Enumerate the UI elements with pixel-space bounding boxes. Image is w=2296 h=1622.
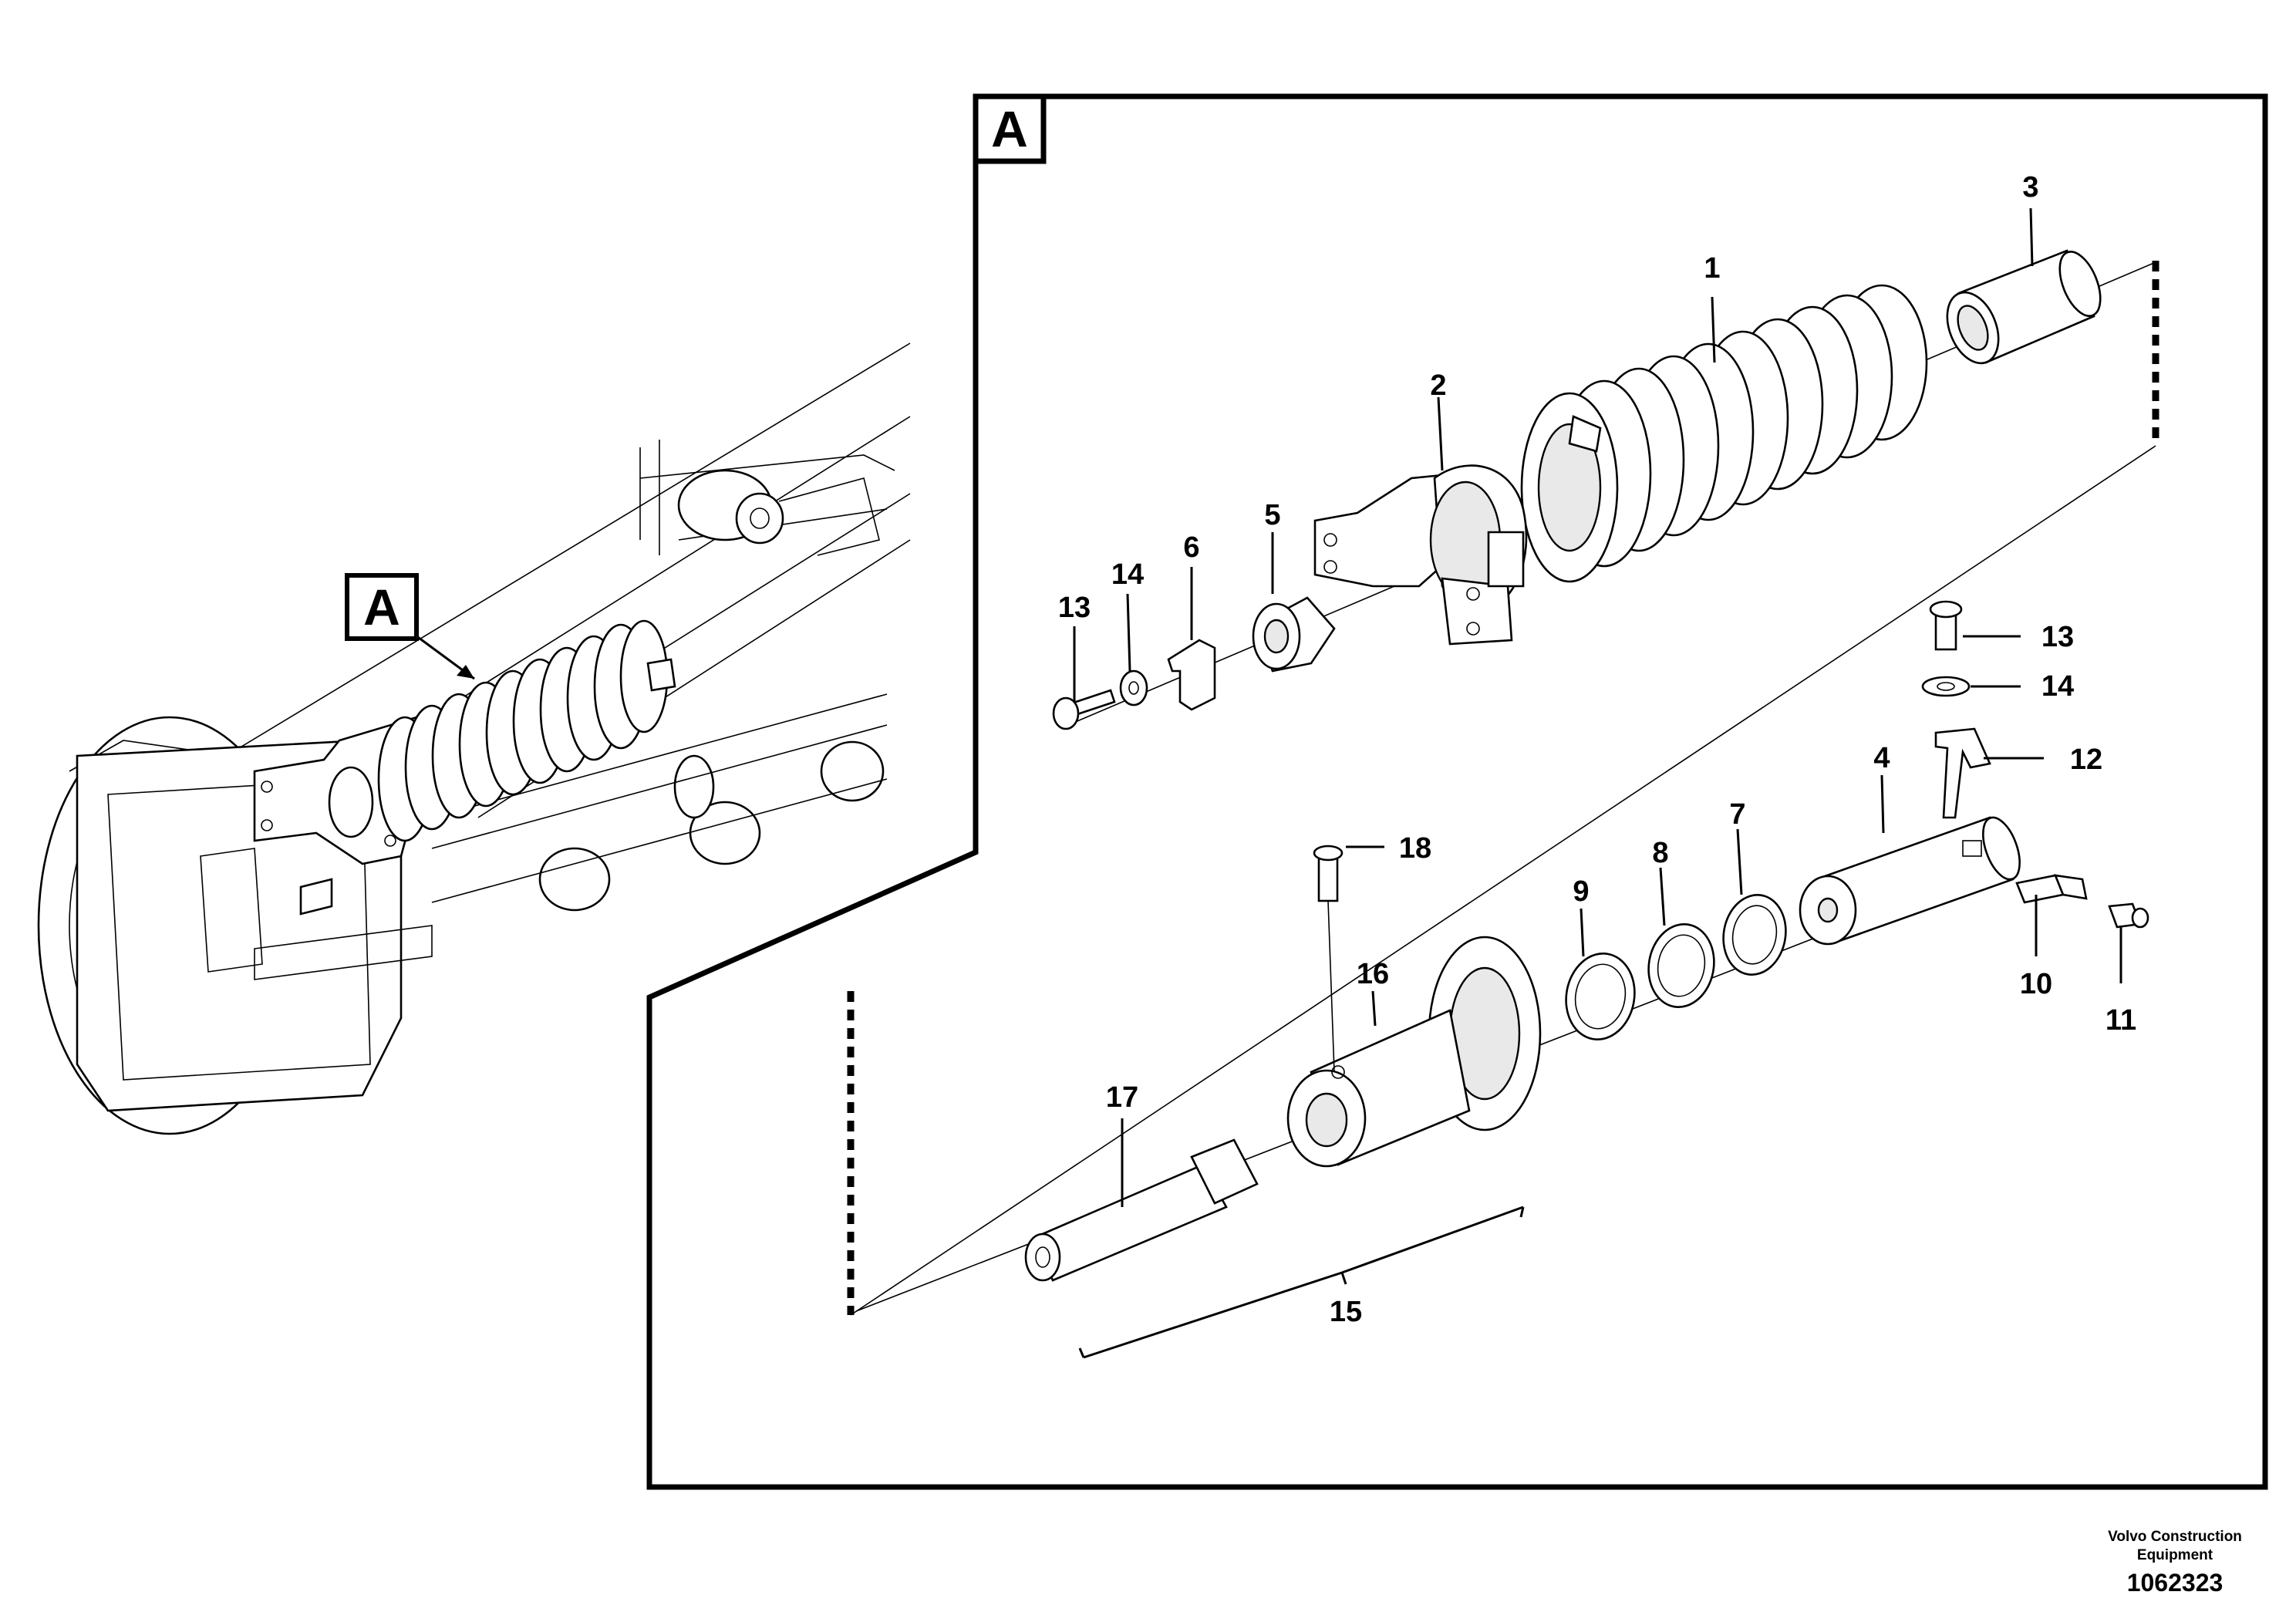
brand-line-2: Equipment [2136, 1547, 2213, 1563]
part-bracket-2 [1313, 464, 1528, 646]
callout-labels: 1 2 3 4 5 6 7 8 9 10 11 12 13 14 13 14 1… [1058, 171, 2136, 1328]
part-washer-14b [1921, 676, 1971, 697]
part-plate-12 [1934, 727, 1991, 819]
part-cylinder-4 [1799, 816, 2021, 946]
part-ring-8 [1647, 923, 1715, 1008]
detail-letter-box [345, 573, 419, 641]
callout-8: 8 [1652, 837, 1668, 869]
callout-7: 7 [1729, 798, 1745, 831]
undercarriage-overview: A [37, 342, 911, 1135]
callout-13-right: 13 [2041, 621, 2074, 653]
part-pin-17 [1024, 1138, 1259, 1282]
part-yoke-16 [1286, 936, 1542, 1168]
part-ring-9 [1565, 953, 1636, 1040]
brand-line-1: Volvo Construction [2108, 1529, 2242, 1545]
part-bolt-13b [1929, 600, 1963, 651]
callout-11: 11 [2106, 1004, 2136, 1037]
callout-14-left: 14 [1111, 558, 1144, 591]
part-nut-5 [1252, 596, 1336, 673]
callout-2: 2 [1430, 369, 1446, 402]
callout-13-left: 13 [1058, 592, 1091, 624]
callout-6: 6 [1183, 531, 1199, 564]
callout-12: 12 [2070, 744, 2102, 776]
part-nipple-11 [2108, 902, 2149, 929]
part-valve-10 [2015, 874, 2088, 904]
callout-3: 3 [2022, 171, 2038, 204]
detail-letter-frame: A [991, 100, 1028, 157]
part-bolt-18 [1313, 845, 1344, 1073]
detail-letter-box-frame [973, 93, 1047, 164]
assembly-axes [850, 261, 2156, 1316]
detail-frame-a: A [646, 93, 2268, 1490]
part-sleeve-3 [1946, 249, 2102, 365]
callout-17: 17 [1106, 1081, 1138, 1114]
callout-18: 18 [1399, 832, 1431, 865]
part-spring-1 [1520, 284, 1928, 583]
overview-spring [377, 619, 676, 842]
part-ring-7 [1722, 894, 1787, 976]
callout-14-right: 14 [2041, 670, 2074, 703]
part-clip-6 [1167, 639, 1216, 711]
callout-10: 10 [2020, 968, 2052, 1000]
callout-leaders [1073, 207, 2122, 1207]
callout-9: 9 [1573, 875, 1589, 908]
callout-1: 1 [1704, 252, 1720, 285]
callout-5: 5 [1264, 499, 1280, 531]
detail-letter-overview: A [363, 578, 400, 636]
callout-16: 16 [1357, 958, 1389, 990]
part-bolt-13a [1052, 689, 1116, 730]
drawing-number: 1062323 [2126, 1569, 2224, 1597]
callout-15: 15 [1330, 1296, 1362, 1328]
callout-4: 4 [1873, 742, 1890, 774]
part-washer-14a [1119, 669, 1148, 706]
